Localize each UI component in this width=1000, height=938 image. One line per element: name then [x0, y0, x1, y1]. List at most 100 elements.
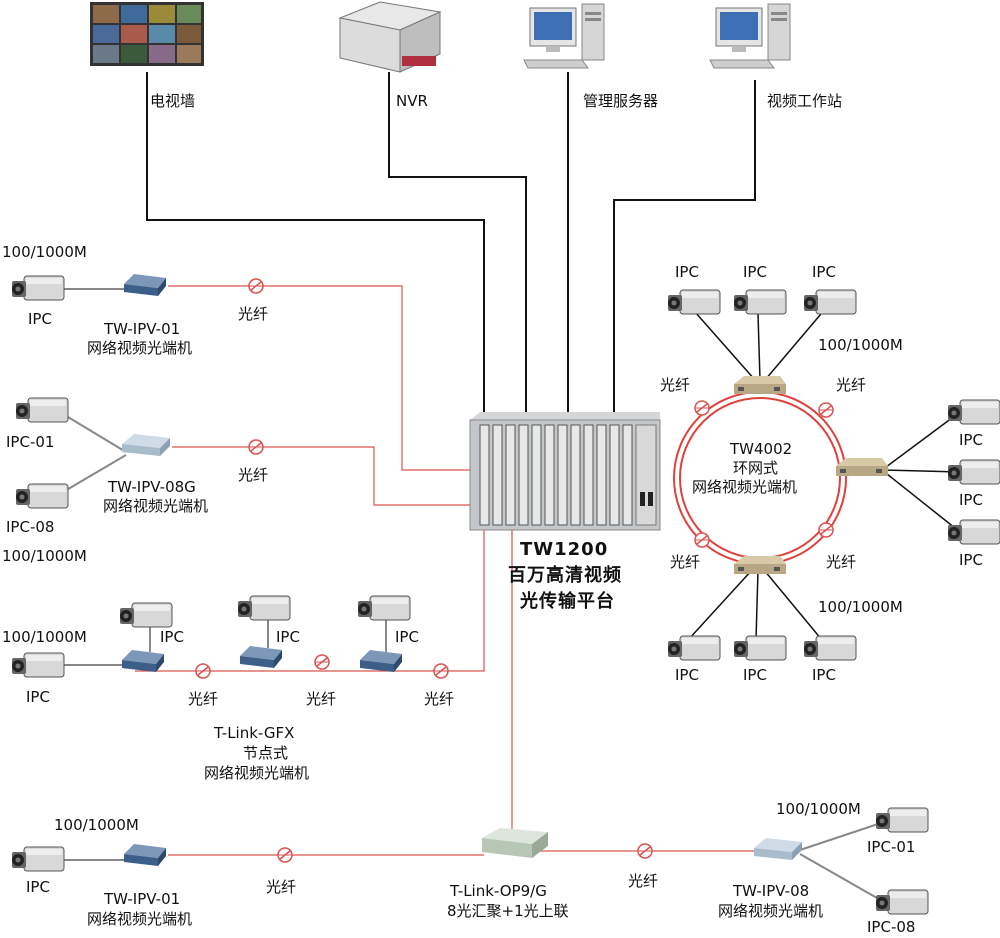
fiber-link-gfx — [135, 530, 485, 672]
link-nvr — [388, 72, 527, 415]
ipc-label: IPC — [675, 666, 699, 684]
fiber-label: 光纤 — [660, 376, 691, 394]
fiber-label: 光纤 — [188, 690, 219, 708]
camera-icon — [15, 483, 69, 509]
platform-line1: 百万高清视频 — [508, 565, 622, 586]
fiber-link-a — [168, 285, 470, 471]
converter-icon — [122, 650, 164, 672]
mgmt-server-label: 管理服务器 — [583, 92, 659, 110]
ipc-label: IPC — [675, 263, 699, 281]
camera-icon — [667, 289, 721, 315]
ring-converter-icon — [734, 556, 786, 574]
ring-model: TW4002 — [730, 440, 793, 458]
camera-icon — [733, 635, 787, 661]
fiber-label: 光纤 — [628, 872, 659, 890]
converter-icon — [124, 274, 166, 296]
device-desc-label: 网络视频光端机 — [87, 339, 193, 357]
link-tvwall — [146, 72, 485, 415]
ipc-label: IPC — [959, 491, 983, 509]
tw1200-platform-image — [469, 412, 661, 531]
speed-label: 100/1000M — [2, 243, 87, 261]
speed-label: 100/1000M — [818, 598, 903, 616]
ipc-label: IPC — [26, 688, 50, 706]
ipc-label: IPC — [812, 666, 836, 684]
workstation-image — [709, 3, 791, 69]
ring-line1: 环网式 — [733, 459, 779, 477]
camera-icon — [803, 289, 857, 315]
device-desc-label: 网络视频光端机 — [103, 497, 209, 515]
speed-label: 100/1000M — [54, 816, 139, 834]
ring-converter-icon — [734, 376, 786, 394]
fiber-label: 光纤 — [826, 553, 857, 571]
fiber-label: 光纤 — [836, 376, 867, 394]
camera-icon — [237, 595, 291, 621]
camera-icon — [11, 652, 65, 678]
ipc-label: IPC — [959, 551, 983, 569]
camera-icon — [803, 635, 857, 661]
ipc-label: IPC-01 — [867, 838, 916, 856]
ipc-label: IPC — [959, 431, 983, 449]
fiber-label: 光纤 — [266, 878, 297, 896]
device-desc-label: 网络视频光端机 — [87, 910, 193, 928]
fiber-label: 光纤 — [238, 305, 269, 323]
camera-icon — [11, 275, 65, 301]
fiber-label: 光纤 — [670, 553, 701, 571]
ipc-label: IPC — [395, 628, 419, 646]
device-model-label: TW-IPV-01 — [104, 320, 181, 338]
camera-icon — [875, 889, 929, 915]
ipc-label: IPC — [812, 263, 836, 281]
camera-icon — [875, 807, 929, 833]
tv-wall-label: 电视墙 — [150, 92, 196, 110]
ipc-label: IPC — [160, 628, 184, 646]
device-model-label: TW-IPV-01 — [104, 890, 181, 908]
aggregator-model-label: T-Link-OP9/G — [450, 882, 547, 900]
speed-label: 100/1000M — [2, 547, 87, 565]
converter-icon — [124, 844, 166, 866]
converter-icon — [360, 650, 402, 672]
speed-label: 100/1000M — [776, 800, 861, 818]
ipc-label: IPC — [28, 310, 52, 328]
mgmt-server-image — [523, 3, 605, 69]
device-model-label: TW-IPV-08G — [108, 478, 196, 496]
device-model-label: TW-IPV-08 — [733, 882, 810, 900]
aggregator-desc-label: 8光汇聚+1光上联 — [447, 902, 569, 920]
camera-icon — [119, 602, 173, 628]
ipc-label: IPC-08 — [867, 918, 916, 936]
camera-icon — [947, 519, 1000, 545]
converter-icon — [240, 646, 282, 668]
platform-model: TW1200 — [520, 539, 609, 560]
device-desc-label: 网络视频光端机 — [718, 902, 824, 920]
video-workstation-label: 视频工作站 — [767, 92, 843, 110]
camera-icon — [733, 289, 787, 315]
gfx-line2-label: 网络视频光端机 — [204, 764, 310, 782]
ipc-label: IPC — [276, 628, 300, 646]
fiber-link-b — [172, 446, 470, 506]
camera-icon — [947, 459, 1000, 485]
speed-label: 100/1000M — [2, 628, 87, 646]
link-workstation — [613, 80, 756, 415]
ring-converter-icon — [836, 458, 888, 476]
gfx-model-label: T-Link-GFX — [214, 724, 295, 742]
converter-icon — [122, 434, 170, 456]
ring-line2: 网络视频光端机 — [692, 478, 798, 496]
gfx-line1-label: 节点式 — [243, 744, 289, 762]
camera-icon — [15, 397, 69, 423]
video-wall-image — [90, 2, 204, 66]
converter-icon — [754, 838, 802, 860]
ipc-label: IPC — [26, 878, 50, 896]
ipc-label: IPC-01 — [6, 433, 55, 451]
camera-icon — [667, 635, 721, 661]
fiber-label: 光纤 — [306, 690, 337, 708]
nvr-image — [338, 1, 442, 73]
fiber-label: 光纤 — [424, 690, 455, 708]
camera-icon — [11, 846, 65, 872]
camera-icon — [947, 399, 1000, 425]
platform-line2: 光传输平台 — [520, 591, 615, 612]
ipc-label: IPC-08 — [6, 518, 55, 536]
ipc-label: IPC — [743, 263, 767, 281]
aggregator-icon — [482, 828, 548, 858]
nvr-label: NVR — [396, 92, 428, 110]
camera-icon — [357, 595, 411, 621]
